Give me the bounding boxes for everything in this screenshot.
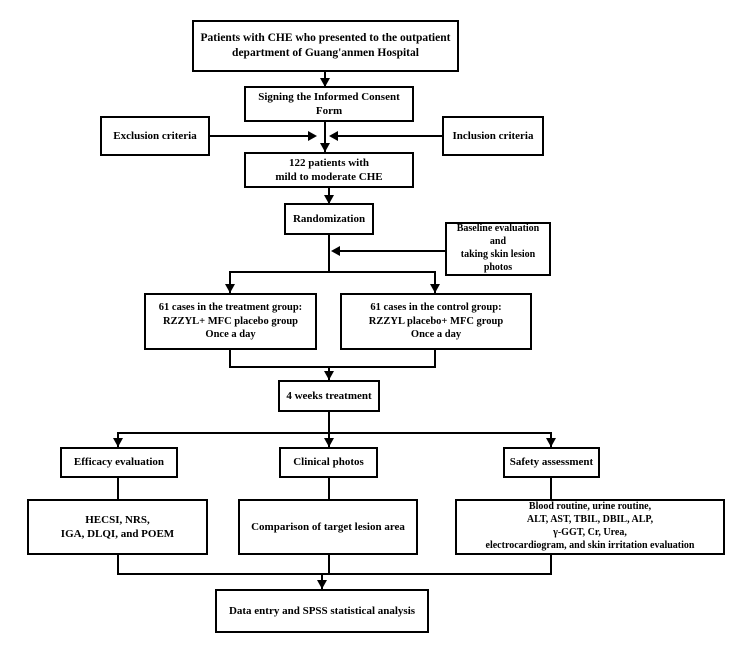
edge-bus-to-control [434, 271, 436, 293]
edge-randomization-down [328, 235, 330, 271]
node-exclusion-criteria: Exclusion criteria [100, 116, 210, 156]
edge-efficacy-to-measures [117, 478, 119, 499]
edge-safety-measures-down [550, 555, 552, 575]
node-baseline-evaluation: Baseline evaluation and taking skin lesi… [445, 222, 551, 276]
node-informed-consent: Signing the Informed Consent Form [244, 86, 414, 122]
edge-bus-to-treatment [229, 271, 231, 293]
edge-efficacy-measures-down [117, 555, 119, 575]
node-enrollment: Patients with CHE who presented to the o… [192, 20, 459, 72]
edge-treatment-group-down [229, 350, 231, 368]
node-data-analysis: Data entry and SPSS statistical analysis [215, 589, 429, 633]
edge-exclusion-to-spine [210, 135, 314, 137]
arrowhead-baseline [331, 246, 340, 256]
arrowhead-duration [324, 371, 334, 380]
node-photo-comparison: Comparison of target lesion area [238, 499, 418, 555]
node-treatment-group: 61 cases in the treatment group: RZZYL+ … [144, 293, 317, 350]
edge-safety-to-measures [550, 478, 552, 499]
arrowhead-efficacy [113, 438, 123, 447]
arrowhead-safety [546, 438, 556, 447]
node-efficacy-measures: HECSI, NRS, IGA, DLQI, and POEM [27, 499, 208, 555]
edge-duration-down [328, 412, 330, 434]
arrowhead-control-group [430, 284, 440, 293]
node-eligible-patients: 122 patients with mild to moderate CHE [244, 152, 414, 188]
edge-control-group-down [434, 350, 436, 368]
edge-outcome-split-bus [117, 432, 552, 434]
node-inclusion-criteria: Inclusion criteria [442, 116, 544, 156]
arrowhead-eligible [320, 143, 330, 152]
arrowhead-treatment-group [225, 284, 235, 293]
edge-consent-to-eligible [324, 122, 326, 152]
node-treatment-duration: 4 weeks treatment [278, 380, 380, 412]
node-safety-measures: Blood routine, urine routine, ALT, AST, … [455, 499, 725, 555]
arrowhead-consent [320, 78, 330, 87]
edge-inclusion-to-spine [336, 135, 442, 137]
edge-comparison-down [328, 555, 330, 575]
node-clinical-photos: Clinical photos [279, 447, 378, 478]
edge-group-split-bus [229, 271, 436, 273]
arrowhead-randomization [324, 195, 334, 204]
node-efficacy-evaluation: Efficacy evaluation [60, 447, 178, 478]
node-randomization: Randomization [284, 203, 374, 235]
edge-group-merge-bus [229, 366, 436, 368]
arrowhead-analysis [317, 580, 327, 589]
arrowhead-inclusion [329, 131, 338, 141]
arrowhead-exclusion [308, 131, 317, 141]
node-safety-assessment: Safety assessment [503, 447, 600, 478]
edge-analysis-merge-bus [117, 573, 552, 575]
edge-baseline-to-spine [338, 250, 445, 252]
node-control-group: 61 cases in the control group: RZZYL pla… [340, 293, 532, 350]
arrowhead-clinical-photos [324, 438, 334, 447]
edge-photos-to-comparison [328, 478, 330, 499]
